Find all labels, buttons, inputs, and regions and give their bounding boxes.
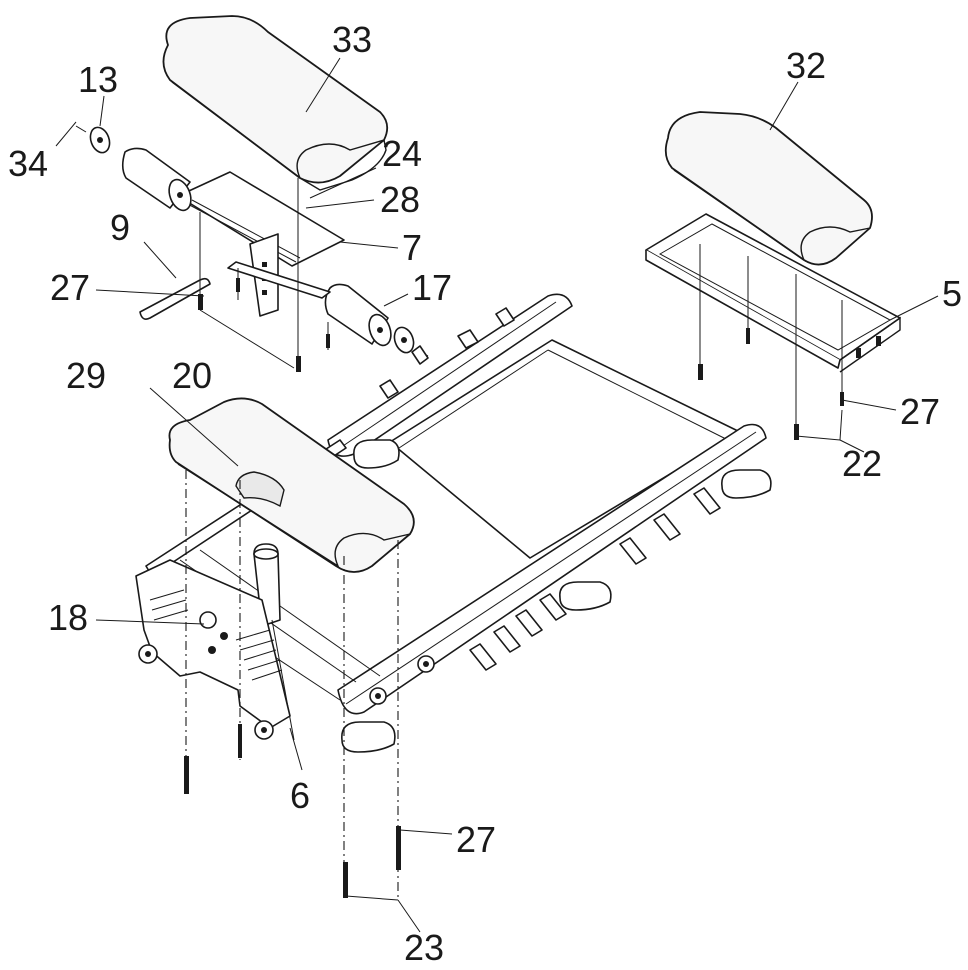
label-5: 5 (942, 273, 962, 314)
label-9: 9 (110, 207, 130, 248)
label-33: 33 (332, 19, 372, 60)
assembly-lines (185, 470, 399, 898)
bottom-bolts (184, 724, 401, 898)
label-34: 34 (8, 143, 48, 184)
side-plate-18 (135, 559, 291, 740)
label-13: 13 (78, 59, 118, 100)
pad-32 (664, 111, 873, 266)
label-27c: 27 (456, 819, 496, 860)
label-17: 17 (412, 267, 452, 308)
label-22: 22 (842, 443, 882, 484)
plate-bolts (198, 178, 330, 372)
label-29: 29 (66, 355, 106, 396)
label-28: 28 (380, 179, 420, 220)
leader-lines (55, 57, 939, 933)
label-27b: 27 (900, 391, 940, 432)
label-6: 6 (290, 775, 310, 816)
roller-pad-17 (324, 283, 429, 357)
washer-13 (75, 125, 111, 154)
label-23: 23 (404, 927, 444, 965)
labels: 33 32 13 34 24 28 9 7 27 17 5 27 29 20 2… (8, 19, 962, 968)
label-24: 24 (382, 133, 422, 174)
handle-tube-9 (139, 261, 331, 320)
pad-29 (168, 397, 415, 573)
roller-pad-upper-left (121, 147, 192, 212)
pad-33 (162, 15, 389, 191)
bracket-5 (645, 213, 901, 373)
label-7: 7 (402, 227, 422, 268)
label-27a: 27 (50, 267, 90, 308)
pad-32-bolts (698, 244, 844, 440)
label-32: 32 (786, 45, 826, 86)
label-20: 20 (172, 355, 212, 396)
label-18: 18 (48, 597, 88, 638)
